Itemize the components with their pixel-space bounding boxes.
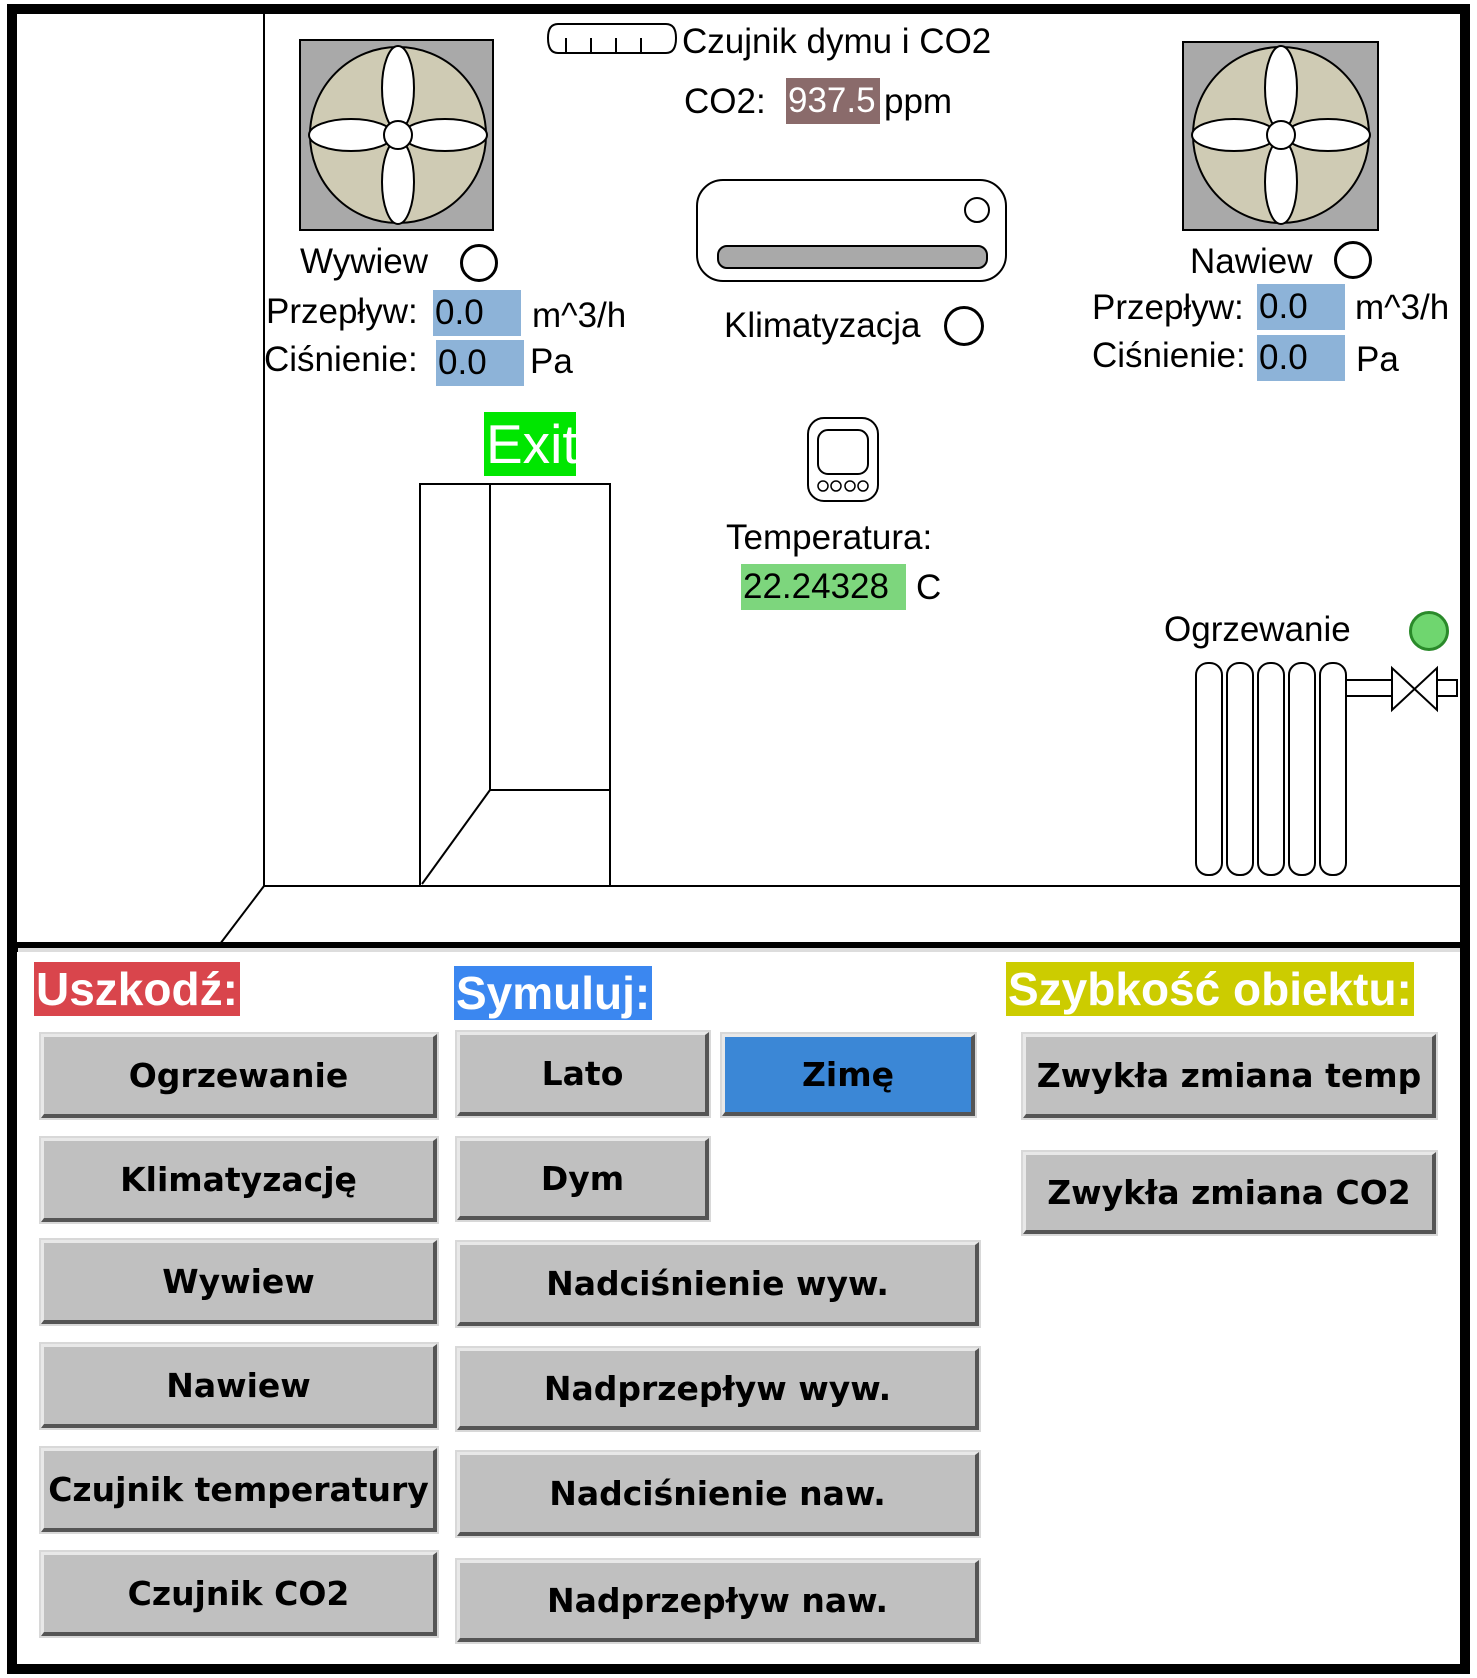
exhaust-pressure-unit: Pa bbox=[530, 342, 573, 381]
exhaust-pressure-value: 0.0 bbox=[436, 340, 524, 386]
simulate-section-title: Symuluj: bbox=[454, 966, 653, 1020]
smoke-co2-sensor-title: Czujnik dymu i CO2 bbox=[682, 22, 992, 61]
exhaust-status-indicator bbox=[460, 244, 498, 282]
damage-temp-sensor-button[interactable]: Czujnik temperatury bbox=[39, 1446, 439, 1534]
speed-co2-normal-button[interactable]: Zwykła zmiana CO2 bbox=[1021, 1150, 1438, 1236]
exhaust-flow-value: 0.0 bbox=[433, 290, 521, 336]
radiator-icon bbox=[1195, 662, 1458, 876]
simulate-exhaust-overpressure-button[interactable]: Nadciśnienie wyw. bbox=[455, 1240, 981, 1328]
ac-status-indicator bbox=[944, 306, 984, 346]
ac-title: Klimatyzacja bbox=[724, 306, 921, 345]
damage-exhaust-button[interactable]: Wywiew bbox=[39, 1238, 439, 1326]
exit-door-icon bbox=[419, 483, 611, 887]
exhaust-fan-icon bbox=[299, 39, 494, 231]
co2-value: 937.5 bbox=[786, 78, 880, 124]
supply-flow-value: 0.0 bbox=[1257, 284, 1345, 330]
speed-section-title: Szybkość obiektu: bbox=[1006, 962, 1414, 1016]
damage-supply-button[interactable]: Nawiew bbox=[39, 1342, 439, 1430]
outer-frame bbox=[7, 4, 1470, 1674]
simulate-supply-overflow-button[interactable]: Nadprzepływ naw. bbox=[455, 1558, 981, 1644]
speed-temp-normal-button[interactable]: Zwykła zmiana temp bbox=[1021, 1032, 1438, 1120]
exit-sign: Exit bbox=[484, 412, 578, 476]
temperature-unit: C bbox=[916, 568, 942, 607]
supply-flow-label: Przepływ: bbox=[1092, 288, 1244, 327]
smoke-sensor-icon bbox=[546, 23, 678, 54]
supply-pressure-unit: Pa bbox=[1356, 340, 1399, 379]
supply-status-indicator bbox=[1334, 241, 1372, 279]
simulate-supply-overpressure-button[interactable]: Nadciśnienie naw. bbox=[455, 1450, 981, 1538]
air-conditioner-icon bbox=[696, 179, 1007, 282]
simulate-winter-button[interactable]: Zimę bbox=[720, 1032, 977, 1118]
simulate-summer-button[interactable]: Lato bbox=[455, 1030, 711, 1118]
co2-label: CO2: bbox=[684, 82, 766, 121]
heating-title: Ogrzewanie bbox=[1164, 610, 1351, 649]
supply-pressure-label: Ciśnienie: bbox=[1092, 336, 1246, 375]
simulate-exhaust-overflow-button[interactable]: Nadprzepływ wyw. bbox=[455, 1346, 981, 1432]
simulate-smoke-button[interactable]: Dym bbox=[455, 1136, 711, 1222]
supply-flow-unit: m^3/h bbox=[1355, 288, 1450, 327]
co2-unit: ppm bbox=[884, 82, 953, 121]
heating-status-indicator bbox=[1409, 611, 1449, 651]
temperature-value: 22.24328 bbox=[741, 564, 906, 610]
floor-corner bbox=[219, 885, 265, 945]
damage-ac-button[interactable]: Klimatyzację bbox=[39, 1136, 439, 1224]
supply-fan-icon bbox=[1182, 41, 1379, 231]
thermostat-icon bbox=[807, 417, 879, 502]
exhaust-flow-label: Przepływ: bbox=[266, 292, 418, 331]
supply-title: Nawiew bbox=[1190, 242, 1313, 281]
exhaust-title: Wywiew bbox=[300, 242, 429, 281]
damage-heating-button[interactable]: Ogrzewanie bbox=[39, 1032, 439, 1120]
exhaust-flow-unit: m^3/h bbox=[532, 296, 627, 335]
exhaust-pressure-label: Ciśnienie: bbox=[264, 340, 418, 379]
temperature-label: Temperatura: bbox=[726, 518, 933, 557]
supply-pressure-value: 0.0 bbox=[1257, 335, 1345, 381]
damage-section-title: Uszkodź: bbox=[34, 962, 240, 1016]
damage-co2-sensor-button[interactable]: Czujnik CO2 bbox=[39, 1550, 439, 1638]
